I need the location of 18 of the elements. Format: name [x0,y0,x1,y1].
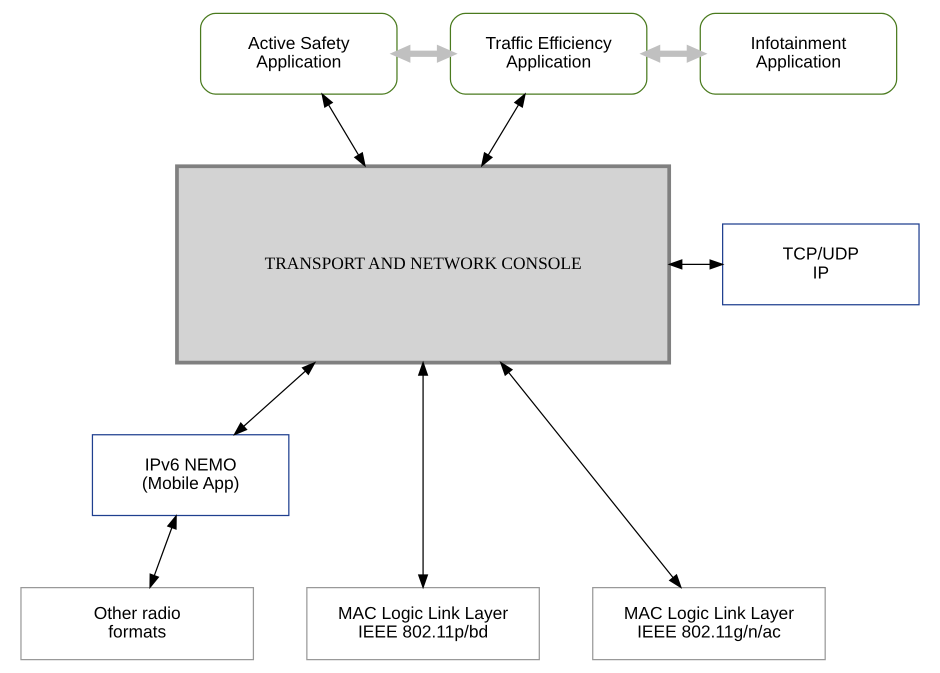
arrow [480,92,526,168]
node-box: MAC Logic Link Layer IEEE 802.11p/bd [306,586,540,660]
node-box: Infotainment Application [700,12,898,95]
arrow [390,44,458,63]
node-box: IPv6 NEMO (Mobile App) [92,434,290,516]
arrow [233,361,316,436]
node-box: Traffic Efficiency Application [450,12,648,95]
node-box: TRANSPORT AND NETWORK CONSOLE [175,164,672,364]
arrow [667,259,724,270]
node-box: Other radio formats [20,586,254,660]
node-box: Active Safety Application [200,12,398,95]
arrow [418,360,428,590]
arrow [639,44,708,63]
arrow [500,361,682,589]
arrow [149,514,177,590]
node-box: MAC Logic Link Layer IEEE 802.11g/n/ac [592,586,826,660]
arrow [321,92,366,168]
node-box: TCP/UDP IP [722,223,920,306]
